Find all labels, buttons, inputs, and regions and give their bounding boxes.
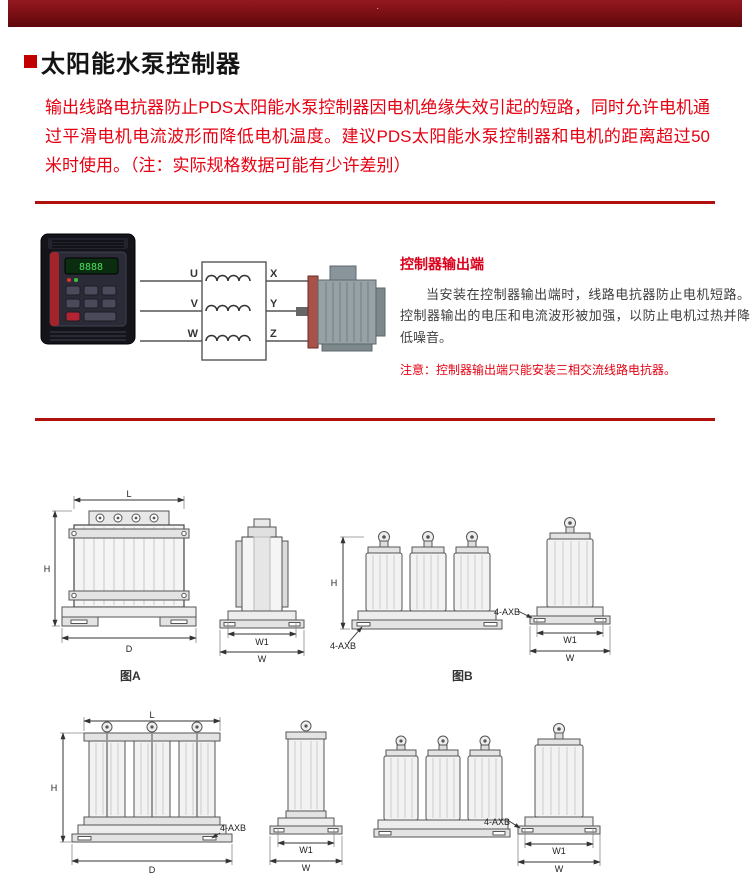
hole-label: 4-AXB xyxy=(220,823,246,833)
reactor-coil-symbols xyxy=(205,274,251,341)
inverter-illustration-wrap: 8888 xyxy=(38,232,138,352)
tie-rods xyxy=(106,732,198,825)
mounting-slot xyxy=(483,621,498,627)
mounting-slot xyxy=(521,827,534,833)
page-title-row: 太阳能水泵控制器 xyxy=(24,44,750,79)
wiring-diagram: U V W X Y Z xyxy=(140,260,386,361)
dimension-drawings: L xyxy=(0,429,750,881)
figure-d-side-view: 4-AXB W1 W xyxy=(484,722,601,874)
mounting-slot xyxy=(273,827,285,833)
intro-paragraph: 输出线路电抗器防止PDS太阳能水泵控制器因电机绝缘失效引起的短路，同时允许电机通… xyxy=(45,98,710,175)
terminal-label-x: X xyxy=(270,268,278,280)
dim-label-D: D xyxy=(126,644,133,654)
dim-label-H: H xyxy=(51,783,58,793)
dim-label-H: H xyxy=(331,578,338,588)
mounting-slot xyxy=(288,621,301,627)
inverter-run-button xyxy=(65,311,81,322)
mounting-slot xyxy=(378,830,392,836)
dim-label-W: W xyxy=(555,864,564,874)
output-note: 注意：控制器输出端只能安装三相交流线路电抗器。 xyxy=(400,362,677,377)
mounting-slot xyxy=(77,835,92,841)
figure-d-front-view xyxy=(373,735,511,838)
mounting-slot xyxy=(70,619,88,624)
figure-a-caption: 图A xyxy=(120,668,141,683)
output-heading: 控制器输出端 xyxy=(400,255,484,272)
mounting-slot xyxy=(356,621,371,627)
terminal-label-z: Z xyxy=(270,328,277,340)
dim-label-W1: W1 xyxy=(299,845,313,855)
dim-label-W: W xyxy=(258,654,267,664)
hole-label: 4-AXB xyxy=(484,817,510,827)
figure-b-caption: 图B xyxy=(452,668,473,683)
hole-label: 4-AXB xyxy=(494,607,520,617)
dim-label-W1: W1 xyxy=(563,635,577,645)
mounting-slot xyxy=(170,619,188,624)
mounting-slot xyxy=(533,617,546,623)
dim-label-W: W xyxy=(302,863,311,873)
wiring-section: 8888 xyxy=(38,220,750,398)
terminal-label-w: W xyxy=(188,328,199,340)
mounting-slot xyxy=(584,827,597,833)
dim-label-W1: W1 xyxy=(255,637,269,647)
header-dot: · xyxy=(376,3,380,14)
title-bullet-icon xyxy=(24,55,37,68)
output-side-text: 控制器输出端 当安装在控制器输出端时，线路电抗器防止电机短路。控制器输出的电压和… xyxy=(400,254,750,378)
mounting-slot xyxy=(594,617,607,623)
mounting-slot xyxy=(492,830,506,836)
terminal-label-y: Y xyxy=(270,298,278,310)
figure-b-front-view: H 4-AXB xyxy=(330,530,503,651)
mounting-slot xyxy=(223,621,236,627)
page-title: 太阳能水泵控制器 xyxy=(41,51,241,78)
dim-label-W: W xyxy=(566,653,575,663)
figure-a-side-view: W1 W xyxy=(219,518,305,664)
hole-label: 4-AXB xyxy=(330,641,356,651)
inverter-led-green xyxy=(74,277,78,282)
dim-label-L: L xyxy=(149,710,154,720)
wiring-diagram-wrap: U V W X Y Z xyxy=(140,246,390,401)
inverter-illustration: 8888 xyxy=(40,233,136,345)
terminal-label-u: U xyxy=(190,268,198,280)
dim-label-D: D xyxy=(149,865,156,875)
motor-illustration xyxy=(296,265,386,352)
inverter-led-red xyxy=(67,277,71,282)
dim-label-W1: W1 xyxy=(552,846,566,856)
reactor-box xyxy=(201,260,267,361)
figure-a-front-view: L xyxy=(44,489,197,654)
mounting-slot xyxy=(327,827,339,833)
dim-label-H: H xyxy=(44,564,51,574)
coil-units xyxy=(365,530,491,612)
figure-b-side-view: 4-AXB W1 W xyxy=(494,516,611,663)
inverter-keypad xyxy=(65,285,117,322)
inverter-display: 8888 xyxy=(79,262,103,273)
figure-c-side-view: W1 W xyxy=(269,720,343,873)
divider-bottom xyxy=(35,417,715,421)
dim-label-L: L xyxy=(126,489,131,499)
output-body: 当安装在控制器输出端时，线路电抗器防止电机短路。控制器输出的电压和电流波形被加强… xyxy=(400,286,750,345)
divider-top xyxy=(35,200,715,204)
figure-c-front-view: L xyxy=(51,710,246,875)
terminal-label-v: V xyxy=(191,298,199,310)
header-bar: · xyxy=(8,0,742,27)
